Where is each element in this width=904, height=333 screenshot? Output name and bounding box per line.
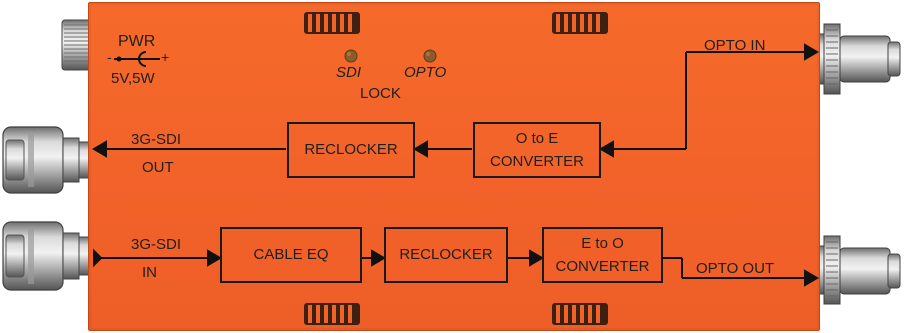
vent-icon [552,12,608,34]
power-minus-label: - [107,49,112,65]
reclocker-top-label: RECLOCKER [304,141,398,159]
o-to-e-converter-box: O to E CONVERTER [473,122,601,178]
arrow-icon [92,140,286,158]
o-to-e-line2: CONVERTER [490,153,584,170]
dc-power-connector-icon[interactable] [61,19,91,71]
led-icon [423,49,437,63]
sdi-out-label-line1: 3G-SDI [131,131,182,148]
sdi-in-label-line1: 3G-SDI [131,236,182,253]
dc-power-symbol-icon [114,51,160,67]
power-plus-label: + [161,49,170,65]
opto-led-label: OPTO [404,64,447,81]
vent-icon [552,303,608,325]
e-to-o-line2: CONVERTER [555,258,650,275]
sdi-out-label-line2: OUT [142,159,174,176]
cable-eq-label: CABLE EQ [253,246,329,264]
bnc-connector-icon[interactable] [2,126,90,194]
vent-icon [304,303,360,325]
sdi-led-label: SDI [336,64,362,81]
arrow-icon [93,248,222,268]
e-to-o-converter-box: E to O CONVERTER [542,227,663,283]
opto-out-label: OPTO OUT [696,260,775,277]
arrow-icon [413,140,472,158]
lock-label: LOCK [360,85,401,102]
led-icon [344,49,358,63]
bnc-connector-icon[interactable] [2,221,90,291]
e-to-o-line1: E to O [581,234,624,252]
arrow-icon [663,257,819,287]
device-housing [88,2,820,331]
fiber-connector-icon[interactable] [815,235,901,305]
sdi-in-label-line2: IN [142,264,157,281]
power-title: PWR [118,33,156,50]
reclocker-top-box: RECLOCKER [287,122,415,178]
power-rating: 5V,5W [111,70,155,87]
opto-in-label: OPTO IN [704,37,766,54]
arrow-icon [362,249,386,267]
o-to-e-line1: O to E [515,129,559,147]
cable-eq-box: CABLE EQ [220,227,362,283]
reclocker-bottom-label: RECLOCKER [399,246,493,264]
arrow-icon [508,249,544,267]
vent-icon [304,12,360,34]
reclocker-bottom-box: RECLOCKER [384,227,508,283]
fiber-connector-icon[interactable] [815,23,901,95]
arrow-icon [599,43,819,158]
